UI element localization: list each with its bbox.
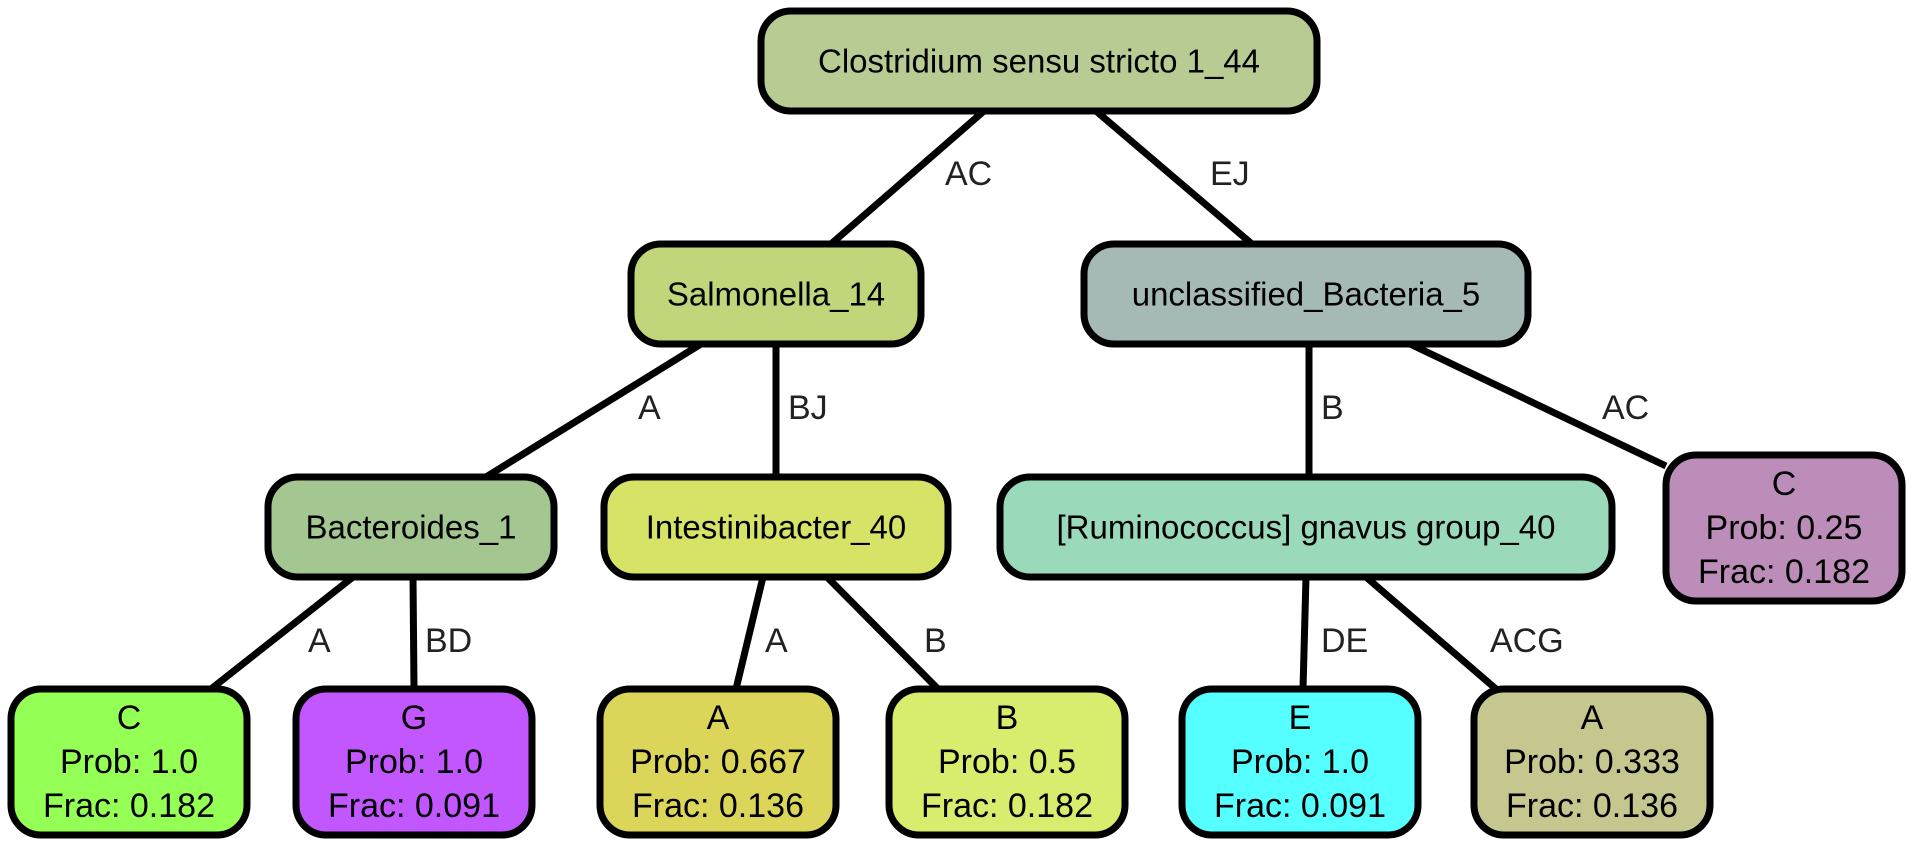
node-text-line: Prob: 0.333 bbox=[1504, 743, 1680, 781]
node-text-line: unclassified_Bacteria_5 bbox=[1132, 276, 1481, 313]
node-text-line: Frac: 0.091 bbox=[328, 787, 500, 825]
edge-line bbox=[1299, 576, 1310, 690]
node-text-line: Salmonella_14 bbox=[667, 276, 885, 313]
node-box bbox=[600, 473, 952, 581]
node-text-line: A bbox=[707, 699, 730, 737]
edge-unclassified-leaf_c2: AC bbox=[1408, 340, 1668, 470]
node-text-line: [Ruminococcus] gnavus group_40 bbox=[1057, 509, 1556, 546]
node-text-line: Frac: 0.136 bbox=[1506, 787, 1678, 825]
node-text-line: Frac: 0.182 bbox=[921, 787, 1093, 825]
node-text-line: Prob: 0.25 bbox=[1706, 509, 1863, 547]
edge-ruminococcus-leaf_e: DE bbox=[1299, 576, 1368, 690]
node-salmonella: Salmonella_14 bbox=[627, 240, 925, 348]
edge-label: BJ bbox=[788, 389, 828, 427]
node-intestinibacter: Intestinibacter_40 bbox=[600, 473, 952, 581]
node-text-line: C bbox=[117, 699, 142, 737]
edge-bacteroides-leaf_c1: A bbox=[208, 574, 356, 692]
node-box bbox=[757, 7, 1321, 115]
edge-unclassified-ruminococcus: B bbox=[1305, 344, 1344, 477]
node-text-line: Bacteroides_1 bbox=[306, 509, 517, 546]
edge-intestinibacter-leaf_b: B bbox=[824, 574, 947, 692]
node-box bbox=[1178, 685, 1422, 839]
node-box bbox=[1662, 451, 1906, 605]
edge-line bbox=[1093, 108, 1255, 247]
node-ruminococcus: [Ruminococcus] gnavus group_40 bbox=[996, 473, 1616, 581]
node-root: Clostridium sensu stricto 1_44 bbox=[757, 7, 1321, 115]
node-box bbox=[627, 240, 925, 348]
edge-label: B bbox=[924, 622, 947, 660]
edge-label: B bbox=[1321, 389, 1344, 427]
edge-label: AC bbox=[1602, 389, 1649, 427]
node-text-line: G bbox=[401, 699, 427, 737]
edge-label: EJ bbox=[1210, 155, 1250, 193]
edge-bacteroides-leaf_g: BD bbox=[409, 576, 472, 690]
edge-label: A bbox=[765, 622, 788, 660]
edge-root-salmonella: AC bbox=[828, 108, 992, 247]
node-text-line: Frac: 0.091 bbox=[1214, 787, 1386, 825]
node-bacteroides: Bacteroides_1 bbox=[264, 473, 558, 581]
node-text-line: Prob: 0.667 bbox=[630, 743, 806, 781]
edge-label: A bbox=[308, 622, 331, 660]
edge-intestinibacter-leaf_a1: A bbox=[732, 576, 788, 690]
node-text-line: Prob: 0.5 bbox=[938, 743, 1076, 781]
edge-line bbox=[732, 576, 767, 690]
node-box bbox=[885, 685, 1129, 839]
edge-label: BD bbox=[425, 622, 472, 660]
node-text-line: Prob: 1.0 bbox=[1231, 743, 1369, 781]
node-box bbox=[996, 473, 1616, 581]
node-text-line: E bbox=[1289, 699, 1312, 737]
node-box bbox=[7, 685, 251, 839]
edge-line bbox=[828, 108, 987, 247]
edge-line bbox=[208, 574, 356, 692]
node-box bbox=[1470, 685, 1714, 839]
node-text-line: B bbox=[996, 699, 1019, 737]
edge-label: AC bbox=[945, 155, 992, 193]
edge-label: ACG bbox=[1490, 622, 1564, 660]
node-text-line: Clostridium sensu stricto 1_44 bbox=[818, 43, 1260, 80]
edge-line bbox=[409, 576, 418, 690]
node-text-line: A bbox=[1581, 699, 1604, 737]
node-text-line: Frac: 0.182 bbox=[1698, 553, 1870, 591]
edge-line bbox=[824, 574, 941, 692]
edge-line bbox=[484, 341, 703, 480]
edge-line bbox=[1363, 574, 1499, 692]
edge-label: A bbox=[638, 389, 661, 427]
node-box bbox=[264, 473, 558, 581]
edge-label: DE bbox=[1321, 622, 1368, 660]
node-text-line: C bbox=[1772, 465, 1797, 503]
node-box bbox=[1080, 240, 1532, 348]
node-unclassified: unclassified_Bacteria_5 bbox=[1080, 240, 1532, 348]
node-text-line: Prob: 1.0 bbox=[345, 743, 483, 781]
edge-root-unclassified: EJ bbox=[1093, 108, 1255, 247]
edge-ruminococcus-leaf_a2: ACG bbox=[1363, 574, 1564, 692]
node-box bbox=[596, 685, 840, 839]
edge-salmonella-bacteroides: A bbox=[484, 341, 703, 480]
node-text-line: Prob: 1.0 bbox=[60, 743, 198, 781]
node-text-line: Frac: 0.182 bbox=[43, 787, 215, 825]
edge-salmonella-intestinibacter: BJ bbox=[772, 344, 828, 477]
node-text-line: Intestinibacter_40 bbox=[646, 509, 907, 546]
node-text-line: Frac: 0.136 bbox=[632, 787, 804, 825]
node-box bbox=[292, 685, 536, 839]
edge-line bbox=[1408, 340, 1668, 470]
